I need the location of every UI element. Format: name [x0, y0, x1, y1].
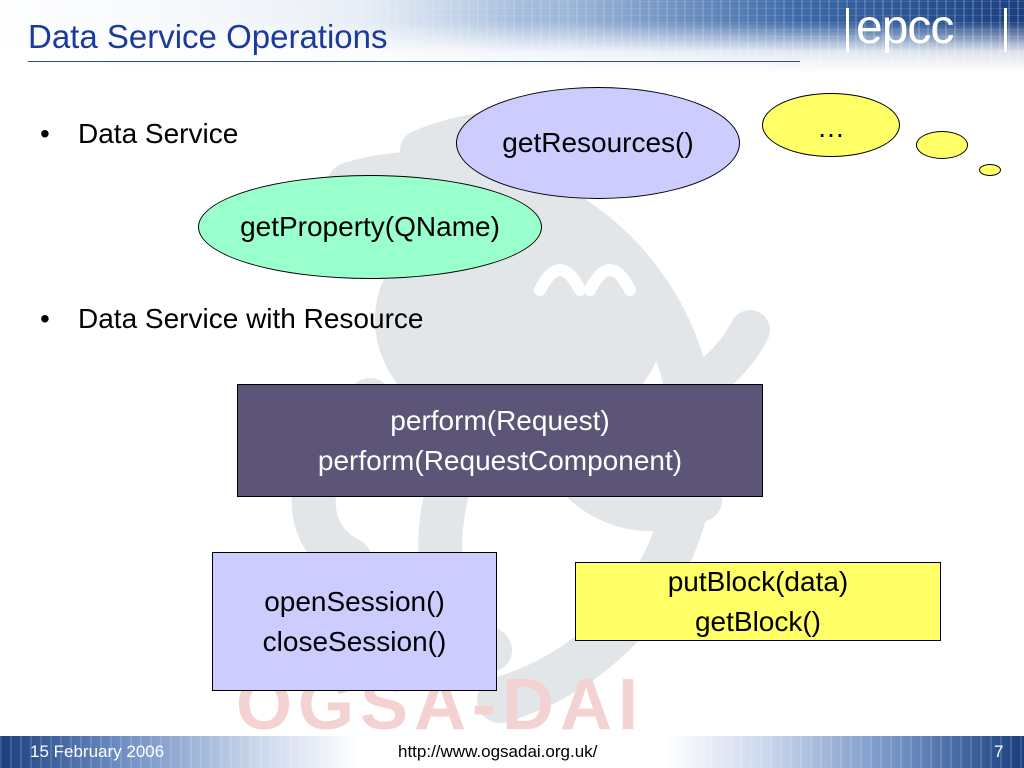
slide-title: Data Service Operations: [28, 18, 388, 55]
footer-bar: 15 February 2006 http://www.ogsadai.org.…: [0, 736, 1024, 768]
logo-text: epcc: [856, 1, 954, 54]
close-session-label: closeSession(): [262, 625, 447, 657]
epcc-logo: epcc: [846, 1, 1014, 60]
get-resources-ellipse: getResources(): [456, 87, 740, 199]
title-underline: [28, 61, 800, 62]
perform-box: perform(Request) perform(RequestComponen…: [237, 384, 763, 497]
footer-date: 15 February 2006: [30, 742, 165, 761]
block-box: putBlock(data) getBlock(): [575, 562, 941, 641]
put-block-label: putBlock(data): [667, 565, 849, 597]
get-resources-label: getResources(): [502, 127, 694, 158]
get-property-ellipse: getProperty(QName): [198, 175, 542, 279]
bullet-glyph: •: [40, 303, 50, 334]
perform-request-label: perform(Request): [390, 404, 610, 436]
footer-url[interactable]: http://www.ogsadai.org.uk/: [398, 742, 598, 761]
bullet-text: Data Service: [78, 118, 239, 149]
bullet-data-service-with-resource: • Data Service with Resource: [40, 303, 423, 335]
logo-left-bar: [846, 8, 849, 52]
get-block-label: getBlock(): [694, 605, 822, 637]
thought-bubble-medium: [916, 131, 968, 159]
bullet-glyph: •: [40, 118, 50, 149]
get-property-label: getProperty(QName): [240, 211, 500, 242]
logo-right-bar: [1004, 8, 1007, 52]
session-box: openSession() closeSession(): [212, 552, 497, 691]
open-session-label: openSession(): [264, 585, 445, 617]
thought-bubble-small: [979, 164, 1001, 176]
title-background: [0, 0, 520, 66]
ellipsis-label: …: [817, 112, 845, 143]
perform-request-component-label: perform(RequestComponent): [317, 444, 683, 476]
bullet-text: Data Service with Resource: [78, 303, 424, 334]
ellipsis-thought-bubble: …: [762, 93, 900, 157]
bullet-data-service: • Data Service: [40, 118, 238, 150]
footer-page-number: 7: [994, 742, 1004, 761]
